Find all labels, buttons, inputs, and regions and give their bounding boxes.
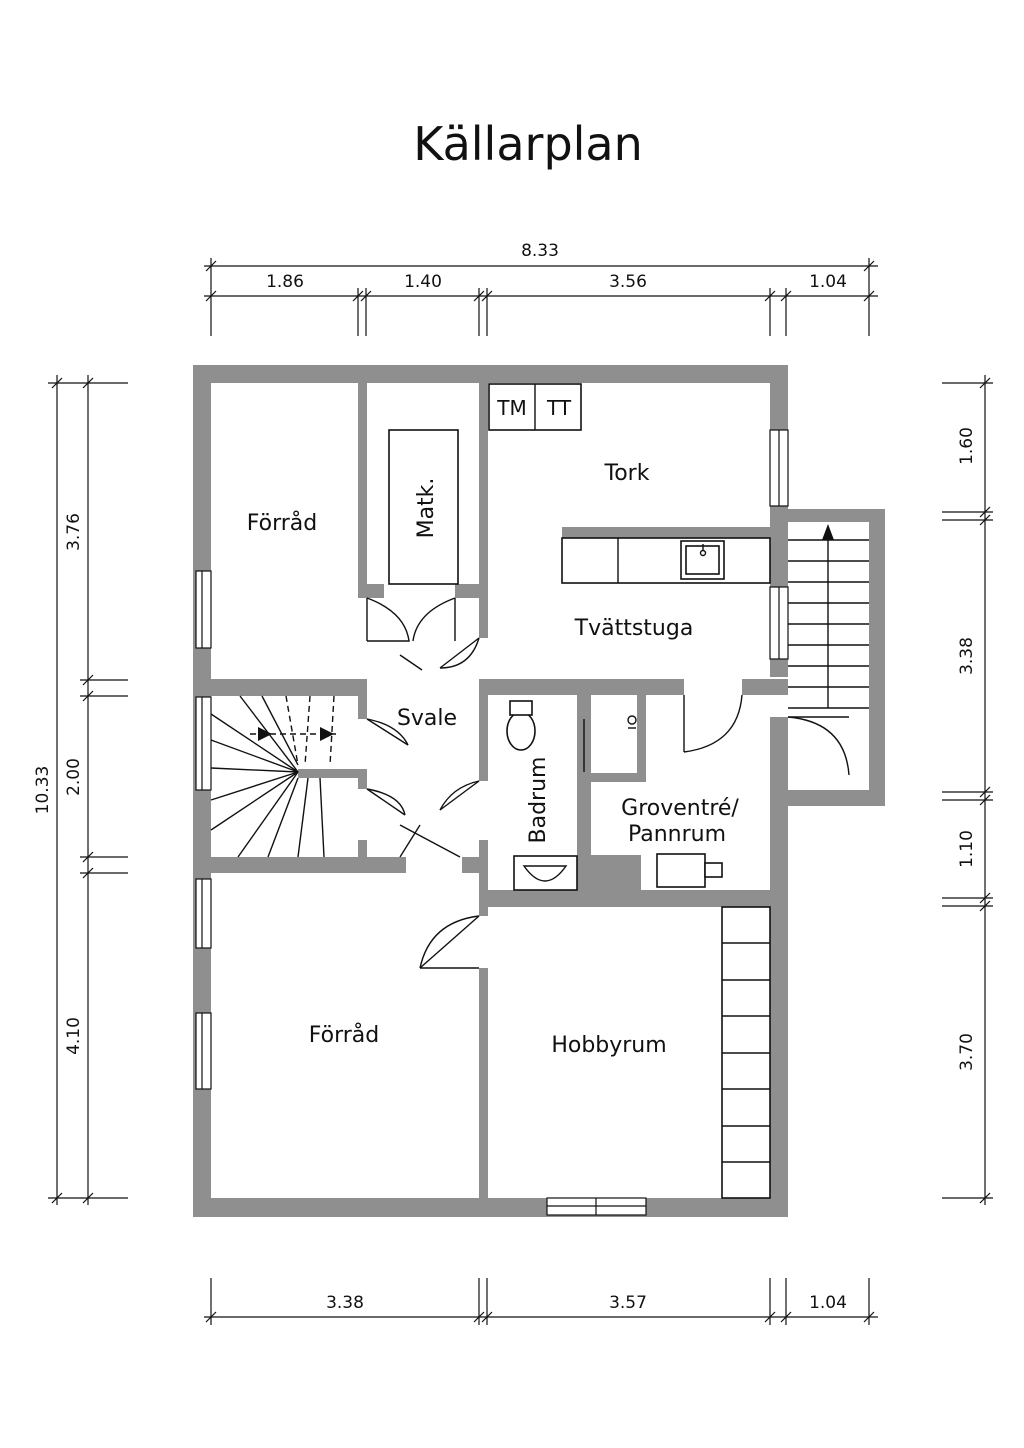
dim-bottom-1: 3.38: [326, 1293, 364, 1313]
utility-bench: [561, 537, 771, 584]
dim-right-3: 1.10: [957, 830, 977, 868]
basin-icon: [513, 855, 578, 891]
dim-right-4: 3.70: [957, 1033, 977, 1071]
room-forrad-bottom: Förråd: [309, 1022, 379, 1048]
dim-left-2: 2.00: [64, 758, 84, 796]
windows: [195, 429, 789, 1216]
toilet-icon: [506, 711, 536, 751]
room-matk: Matk.: [414, 478, 439, 539]
dim-left-3: 4.10: [64, 1017, 84, 1055]
label-tm: TM: [496, 396, 526, 420]
shower-icon: [627, 715, 637, 725]
dimension-top: 8.33 1.86 1.40 3.56 1.04: [204, 241, 878, 336]
dim-bottom-2: 3.57: [609, 1293, 647, 1313]
fixtures: [388, 383, 771, 1199]
dim-left-1: 3.76: [64, 513, 84, 551]
dim-top-4: 1.04: [809, 272, 847, 292]
room-forrad-top: Förråd: [247, 510, 317, 536]
stair-arrow-icon: [258, 727, 272, 741]
dimension-bottom: 3.38 3.57 1.04: [204, 1278, 878, 1325]
room-hobbyrum: Hobbyrum: [551, 1033, 666, 1058]
dim-top-total: 8.33: [521, 241, 559, 261]
dim-top-3: 3.56: [609, 272, 647, 292]
stairs-right: [788, 524, 869, 709]
stair-arrow-icon-2: [320, 727, 334, 741]
dim-top-1: 1.86: [266, 272, 304, 292]
room-tork: Tork: [604, 461, 650, 486]
doors: [366, 597, 850, 969]
plan-title: Källarplan: [413, 117, 643, 171]
stairs-left: [210, 695, 336, 858]
stair-up-arrow-icon: [822, 524, 834, 540]
dim-left-total: 10.33: [33, 766, 53, 815]
dim-right-1: 1.60: [957, 427, 977, 465]
room-groventre-line2: Pannrum: [628, 822, 726, 847]
dimension-right: 1.60 3.38 1.10 3.70: [942, 375, 993, 1205]
hobby-shelving: [721, 906, 771, 1199]
dimension-left: 10.33 3.76 2.00 4.10: [33, 375, 128, 1205]
dim-bottom-3: 1.04: [809, 1293, 847, 1313]
matk-shelf: [388, 429, 459, 585]
room-svale: Svale: [397, 706, 457, 731]
boiler-icon: [656, 853, 706, 888]
label-tt: TT: [546, 396, 572, 420]
room-labels: Förråd Matk. TM TT Tork Tvättstuga Svale…: [247, 396, 740, 1058]
dim-right-2: 3.38: [957, 637, 977, 675]
room-badrum: Badrum: [526, 757, 551, 844]
room-tvattstuga: Tvättstuga: [574, 616, 694, 641]
dim-top-2: 1.40: [404, 272, 442, 292]
room-groventre-line1: Groventré/: [621, 796, 739, 821]
